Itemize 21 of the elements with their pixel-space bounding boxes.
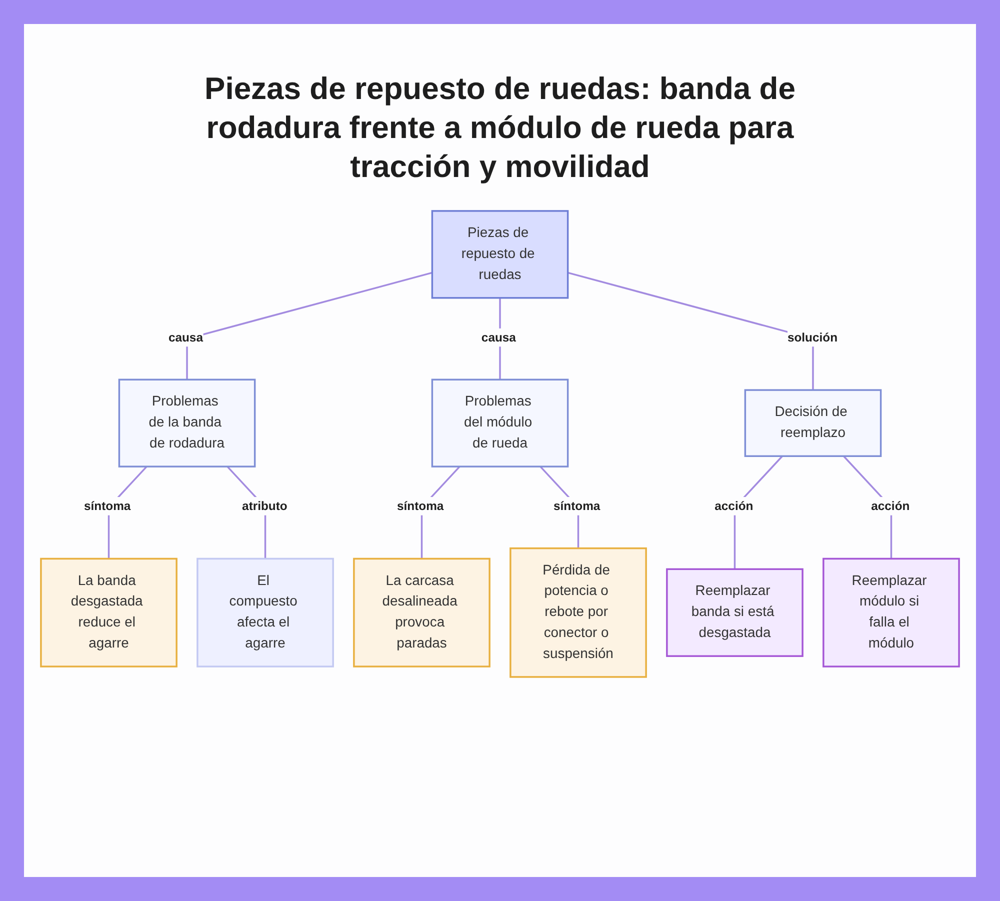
edge-label: acción bbox=[714, 497, 754, 516]
process-box: Piezas de repuesto de ruedas bbox=[431, 210, 569, 299]
diagram-title: Piezas de repuesto de ruedas: banda de rodadura frente a módulo de rueda para tracción y movilidad bbox=[204, 70, 796, 186]
edge-label: síntoma bbox=[554, 497, 600, 516]
process-box: La banda desgastada reduce el agarre bbox=[40, 558, 178, 668]
connector-line bbox=[186, 272, 432, 380]
edge-label: síntoma bbox=[84, 497, 131, 516]
process-box: La carcasa desalineada provoca paradas bbox=[353, 558, 490, 668]
edge-label: síntoma bbox=[397, 497, 444, 516]
edge-label: atributo bbox=[242, 497, 288, 516]
edge-label: acción bbox=[871, 497, 910, 516]
process-box: Problemas del módulo de rueda bbox=[431, 378, 569, 468]
connector-line bbox=[568, 272, 814, 390]
edge-label: solución bbox=[787, 328, 838, 347]
process-box: Problemas de la banda de rodadura bbox=[118, 378, 256, 468]
process-box: Pérdida de potencia o rebote por conector o suspensión bbox=[510, 547, 647, 678]
process-box: Decisión de reemplazo bbox=[744, 389, 882, 457]
edge-label: causa bbox=[481, 328, 516, 347]
process-box: Reemplazar banda si está desgastada bbox=[666, 568, 804, 657]
process-box: El compuesto afecta el agarre bbox=[196, 558, 334, 668]
process-box: Reemplazar módulo si falla el módulo bbox=[822, 558, 960, 668]
